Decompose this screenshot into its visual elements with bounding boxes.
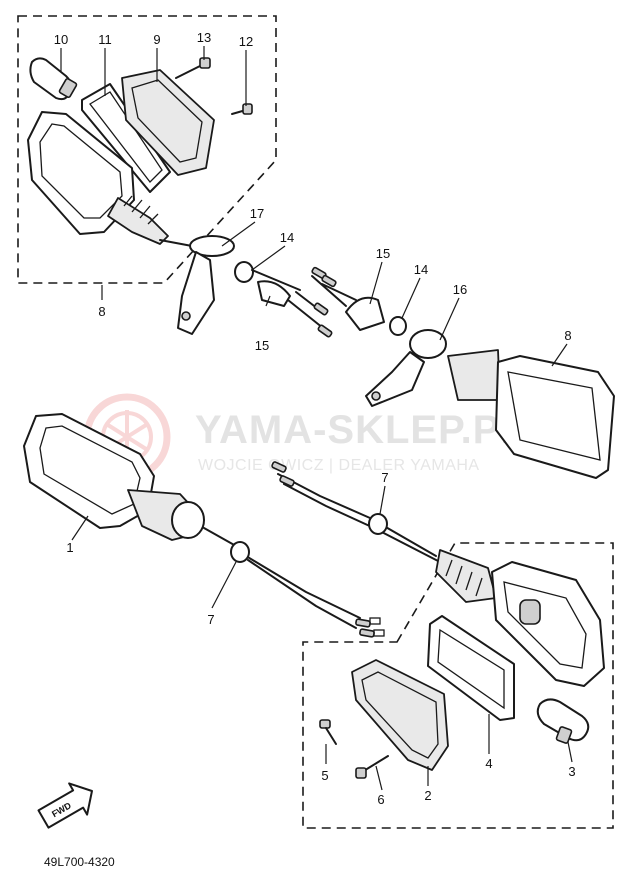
fwd-arrow-icon: FWD (37, 782, 93, 829)
wire-cover-15-right (345, 296, 385, 331)
grommet-7-left (230, 541, 250, 563)
callout-5: 5 (321, 768, 328, 783)
bulb-3 (536, 698, 590, 744)
bulb-10 (29, 57, 78, 101)
grommet-14-left (234, 261, 254, 283)
callout-8-upper-left: 8 (98, 304, 105, 319)
callout-16: 16 (453, 282, 467, 297)
turn-signal-upper-left (27, 57, 333, 338)
callout-12: 12 (239, 34, 253, 49)
callout-labels: 10 11 9 13 12 8 17 14 15 15 14 16 8 1 7 … (54, 30, 576, 807)
callout-4: 4 (485, 756, 492, 771)
callout-3: 3 (568, 764, 575, 779)
turn-signal-lower-left (23, 413, 385, 638)
callout-9: 9 (153, 32, 160, 47)
callout-14-right: 14 (414, 262, 428, 277)
callout-1: 1 (66, 540, 73, 555)
callout-6: 6 (377, 792, 384, 807)
callout-13: 13 (197, 30, 211, 45)
screw-12 (231, 103, 253, 115)
callout-2: 2 (424, 788, 431, 803)
diagram-code: 49L700-4320 (44, 855, 115, 869)
callout-8-upper-right: 8 (564, 328, 571, 343)
callout-15-left: 15 (255, 338, 269, 353)
turn-signal-upper-right (311, 266, 615, 479)
watermark-title: YAMA-SKLEP.PL (195, 408, 526, 452)
screw-5 (319, 719, 337, 745)
grommet-7-right (368, 513, 388, 535)
callout-10: 10 (54, 32, 68, 47)
gasket-4 (427, 615, 515, 721)
lamp-housing-lower-left (23, 413, 155, 529)
lens-2 (351, 659, 449, 771)
screw-13 (175, 57, 211, 79)
callout-14-left: 14 (280, 230, 294, 245)
turn-signal-lower-right (271, 461, 605, 779)
callout-7-right: 7 (381, 470, 388, 485)
leader-lines (60, 46, 573, 791)
lens-9 (121, 69, 215, 176)
callout-7-left: 7 (207, 612, 214, 627)
group-box-rear-kit (17, 15, 277, 284)
screw-6 (355, 755, 389, 779)
wire-cover-15-left (257, 280, 291, 307)
bracket-16 (365, 329, 447, 407)
watermark-subtitle: WOJCIE OWICZ | DEALER YAMAHA (198, 457, 480, 474)
callout-11: 11 (98, 32, 112, 47)
lamp-housing-upper-left (27, 111, 135, 235)
callout-15-right: 15 (376, 246, 390, 261)
watermark: YAMA-SKLEP.PL WOJCIE OWICZ | DEALER YAMA… (83, 393, 526, 481)
bracket-17 (177, 235, 235, 335)
lamp-housing-lower-right (491, 561, 605, 687)
callout-17: 17 (250, 206, 264, 221)
group-box-front-kit (302, 542, 614, 829)
grommet-14-right (389, 316, 407, 336)
